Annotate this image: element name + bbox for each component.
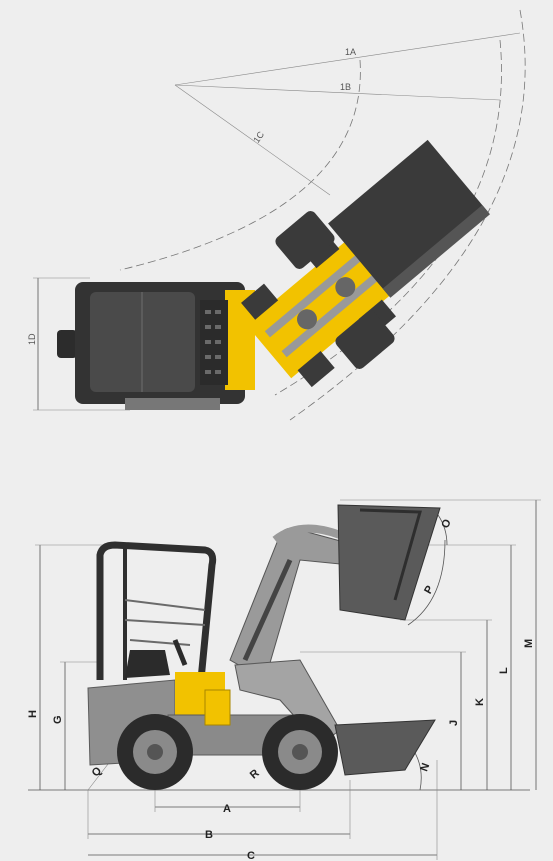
label-g: G [52,715,64,724]
label-r: R [248,767,262,781]
label-1b: 1B [340,82,351,92]
bucket-lowered [334,719,436,776]
radius-line-1a [174,32,521,86]
center-panel [204,689,231,726]
dump-angle-o [437,514,448,546]
cab-roof [90,292,195,392]
label-o: O [439,517,454,530]
rear-wheel [117,714,193,790]
bucket-top [328,139,491,298]
grille-slots [205,310,221,374]
label-b: B [205,829,213,841]
steering-column [172,639,188,666]
label-a: A [223,803,231,815]
label-m: M [523,639,535,648]
reach-arc-p [407,539,446,626]
front-wheel-right-top [335,311,395,369]
label-h: H [27,710,39,718]
front-wheel-left-top [275,211,335,269]
label-n: N [418,762,432,774]
bucket-raised-lip [359,508,422,601]
operator-seat [125,650,170,678]
rear-step [125,398,220,410]
radius-line-1c [174,84,331,196]
front-wheel [262,714,338,790]
label-j: J [448,720,460,726]
cab-bars [124,599,206,646]
engine-grille [200,300,228,385]
label-1c: 1C [251,129,266,145]
side-view: H G J K L M A B C [27,499,541,861]
cab-frame [96,541,217,691]
top-view: 1A 1B 1C 1D [27,9,526,421]
label-c: C [247,850,255,861]
label-l: L [498,667,510,674]
tilt-link [272,524,342,544]
label-1a: 1A [345,47,356,57]
bucket-raised [337,504,441,621]
radius-line-1b [174,84,501,101]
label-k: K [474,698,486,706]
turning-arc-inner [119,59,361,271]
rear-hitch [57,330,77,358]
label-1d: 1D [27,333,37,345]
label-q: Q [90,765,105,780]
lift-cylinder [242,558,293,662]
